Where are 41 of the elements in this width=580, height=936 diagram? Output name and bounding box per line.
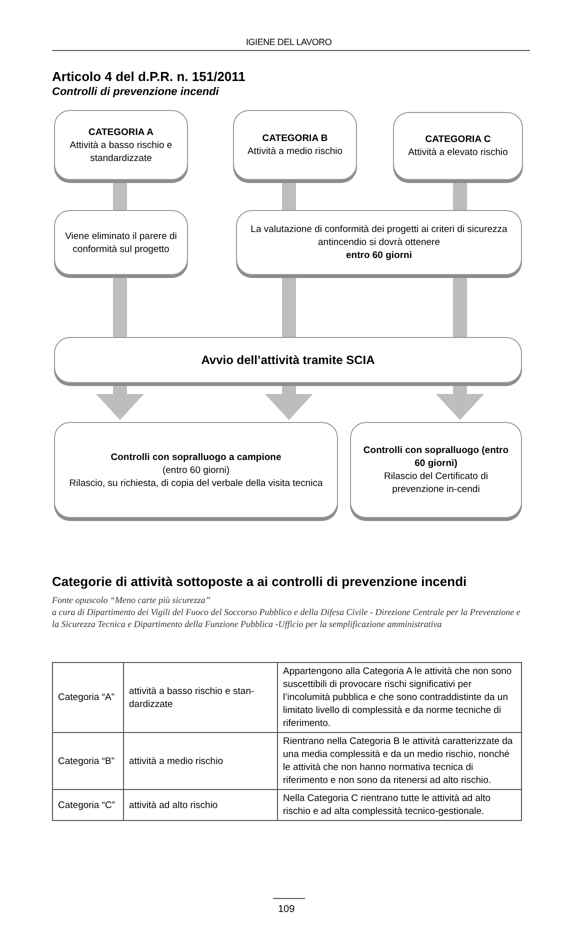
table-cell: Categoria “B” <box>52 732 124 790</box>
box-text: CATEGORIA A <box>88 126 154 138</box>
box-text: Attività a medio rischio <box>247 145 343 158</box>
table-cell: Categoria “A” <box>52 662 124 732</box>
process-box <box>54 422 338 518</box>
box-text: Avvio dell’attività tramite SCIA <box>201 354 375 366</box>
table-cell: attività a medio rischio <box>124 732 278 790</box>
box-text: CATEGORIA C <box>425 133 491 146</box>
header-text: IGIENE DEL LAVORO <box>246 36 332 49</box>
box-text: Rilascio del Certificato di prevenzione in-cendi <box>382 470 489 496</box>
box-text: CATEGORIA B <box>262 132 328 145</box>
process-box <box>54 210 188 275</box>
box-text: entro 60 giorni <box>346 249 412 262</box>
process-box <box>393 112 523 180</box>
box-text: Viene eliminato il parere di conformità sul progetto <box>64 230 178 256</box>
table-cell: Nella Categoria C rientrano tutte le attività ad alto rischio e ad alta complessità tecnico-gestionale. <box>278 790 522 820</box>
box-text: Attività a basso rischio e standardizzate <box>68 138 174 164</box>
box-text: Attività a elevato rischio <box>408 146 508 159</box>
table-cell: attività ad alto rischio <box>124 790 278 820</box>
process-box <box>350 422 522 518</box>
connector-arrow <box>265 386 313 420</box>
table-cell: Appartengono alla Categoria A le attività che non sono suscettibili di provocare rischi significativi per l’incolumità pubblica e che sono contraddistinte da un limitato livello di complessità e da norme tecniche di riferimento. <box>278 662 522 732</box>
process-box <box>233 110 357 180</box>
subtitle: Controlli di prevenzione incendi <box>52 85 219 100</box>
process-box <box>236 210 522 275</box>
box-text: Rilascio, su richiesta, di copia del verbale della visita tecnica <box>69 476 323 490</box>
process-box <box>54 337 522 383</box>
box-text: (entro 60 giorni) <box>162 464 230 476</box>
connector-arrow <box>96 386 144 420</box>
source-note: a cura di Dipartimento dei Vigili del Fuoco del Soccorso Pubblico e della Difesa Civile - Direzione Centrale per la Prevenzione e la Sicurezza Tecnica e Dipartimento della Funzione Pubblica -Ufficio per la semplificazione amministrativa <box>52 606 522 630</box>
table-cell: attività a basso rischio e stan- dardizzate <box>124 662 278 732</box>
table-cell: Categoria “C” <box>52 790 124 820</box>
process-box <box>54 110 188 180</box>
source-note: Fonte opuscolo “Meno carte più sicurezza” <box>52 594 212 606</box>
box-text: Controlli con sopralluogo (entro 60 giorni) <box>362 444 510 470</box>
title: Articolo 4 del d.P.R. n. 151/2011 <box>52 68 246 86</box>
section-heading: Categorie di attività sottoposte a ai controlli di prevenzione incendi <box>52 573 467 591</box>
box-text: Controlli con sopralluogo a campione <box>110 450 282 464</box>
connector-arrow <box>436 386 484 420</box>
table-cell: Rientrano nella Categoria B le attività caratterizzate da una media complessità e da un medio rischio, nonché le attività che non hanno normativa tecnica di riferimento e non sono da ritenersi ad alto rischio. <box>278 732 522 790</box>
page-number: 109 <box>278 903 295 917</box>
